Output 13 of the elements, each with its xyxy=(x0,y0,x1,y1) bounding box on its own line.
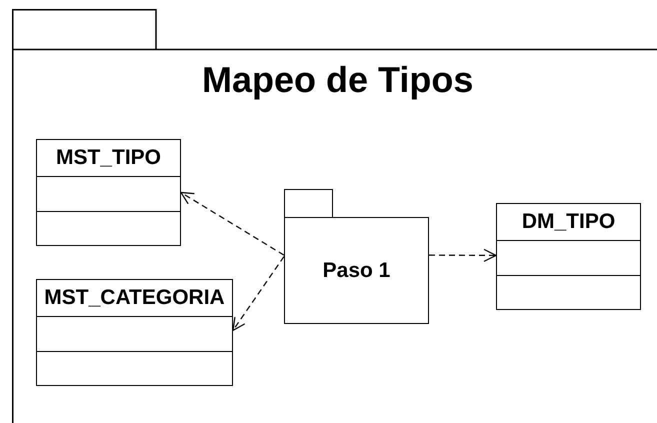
class-name: DM_TIPO xyxy=(522,210,616,234)
class-box xyxy=(496,203,641,310)
class-box xyxy=(36,139,181,246)
dependency-arrow xyxy=(232,256,284,331)
package-symbol xyxy=(284,189,429,324)
class-name: MST_TIPO xyxy=(56,146,161,170)
package-name: Mapeo de Tipos xyxy=(202,59,474,101)
class-name: MST_CATEGORIA xyxy=(44,286,225,310)
dependency-arrow xyxy=(180,192,284,256)
class-box xyxy=(36,279,233,386)
package-name: Paso 1 xyxy=(322,258,390,282)
package-frame xyxy=(12,9,657,423)
dependency-arrow xyxy=(429,248,497,262)
